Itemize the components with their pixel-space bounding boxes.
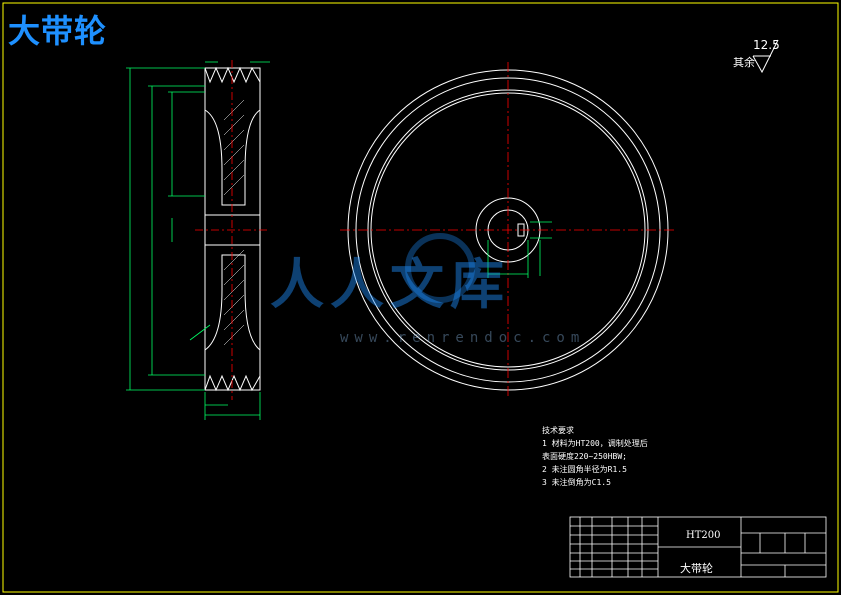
top-grooves [204, 66, 261, 84]
bottom-grooves [204, 374, 261, 392]
section-hatching [223, 99, 245, 346]
rim-outline [204, 67, 261, 391]
page-title: 大带轮 [8, 12, 108, 50]
title-block-part-name: 大带轮 [680, 562, 713, 575]
side-dimensions [126, 61, 270, 420]
web-profile-lower [204, 254, 261, 351]
note-item: 表面硬度220~250HBW; [542, 452, 627, 461]
note-item: 1 材料为HT200，调制处理后 [542, 439, 648, 448]
watermark-swirl [405, 233, 475, 303]
title-block-material: HT200 [686, 530, 721, 541]
roughness-rest-label: 其余 [733, 56, 755, 69]
watermark-url: www.renrendoc.com [340, 330, 586, 346]
title-block [569, 516, 827, 578]
front-centerlines [340, 62, 676, 398]
front-dimensions [487, 221, 552, 278]
web-profile-upper [204, 109, 261, 206]
technical-requirements: 技术要求 1 材料为HT200，调制处理后 表面硬度220~250HBW; 2 … [542, 424, 648, 489]
watermark-text: 人人文库 [270, 252, 510, 316]
note-item: 2 未注圆角半径为R1.5 [542, 465, 627, 474]
side-section-view [204, 66, 261, 392]
roughness-value: 12.5 [753, 38, 780, 52]
note-item: 3 未注倒角为C1.5 [542, 478, 611, 487]
roughness-symbol [752, 39, 779, 74]
notes-heading: 技术要求 [542, 426, 574, 435]
